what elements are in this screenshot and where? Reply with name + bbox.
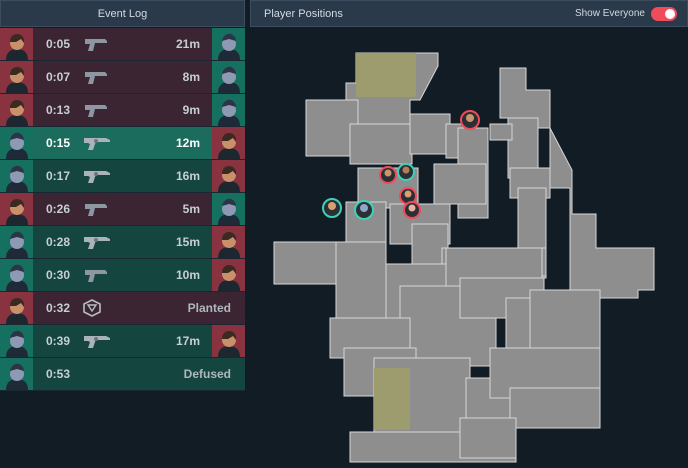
kill-distance: 8m: [182, 70, 200, 84]
event-time: 0:26: [46, 202, 71, 216]
player-positions-title: Player Positions: [264, 7, 343, 20]
spike-icon: [83, 299, 133, 317]
event-row[interactable]: 0:30 10m: [0, 259, 245, 292]
victim-agent-icon: [212, 94, 245, 126]
kill-distance: 16m: [175, 169, 200, 183]
event-row[interactable]: 0:26 5m: [0, 193, 245, 226]
event-time: 0:07: [46, 70, 71, 84]
killer-agent-icon: [0, 325, 33, 357]
pistol-icon: [83, 265, 133, 285]
victim-agent-icon: [212, 226, 245, 258]
event-time: 0:13: [46, 103, 71, 117]
minimap: [273, 52, 655, 463]
revolver-icon: [83, 166, 133, 186]
victim-agent-icon: [212, 259, 245, 291]
killer-agent-icon: [0, 28, 33, 60]
pistol-icon: [83, 199, 133, 219]
killer-agent-icon: [0, 259, 33, 291]
player-marker[interactable]: [354, 200, 374, 220]
kill-distance: 21m: [175, 37, 200, 51]
event-log-title: Event Log: [97, 7, 148, 20]
player-marker[interactable]: [397, 163, 415, 181]
victim-agent-icon: [212, 325, 245, 357]
event-label: Planted: [187, 301, 231, 315]
kill-distance: 5m: [182, 202, 200, 216]
killer-agent-icon: [0, 61, 33, 93]
revolver-icon: [83, 331, 133, 351]
site-zone-a: [356, 53, 416, 97]
pistol-icon: [83, 100, 133, 120]
event-time: 0:28: [46, 235, 71, 249]
revolver-icon: [83, 232, 133, 252]
victim-agent-icon: [212, 28, 245, 60]
pistol-icon: [83, 34, 133, 54]
victim-agent-icon: [212, 61, 245, 93]
event-row[interactable]: 0:32 Planted: [0, 292, 245, 325]
event-time: 0:15: [46, 136, 71, 150]
event-label: Defused: [183, 367, 231, 381]
event-log-panel: Event Log 0:05 21m 0:07 8m 0:13 9m 0:15 12m 0:17…: [0, 0, 245, 468]
event-row[interactable]: 0:13 9m: [0, 94, 245, 127]
victim-agent-icon: [212, 193, 245, 225]
event-row[interactable]: 0:15 12m: [0, 127, 245, 160]
event-time: 0:53: [46, 367, 71, 381]
killer-agent-icon: [0, 160, 33, 192]
event-row[interactable]: 0:05 21m: [0, 28, 245, 61]
revolver-icon: [83, 133, 133, 153]
event-row[interactable]: 0:07 8m: [0, 61, 245, 94]
player-positions-header: Player Positions Show Everyone: [250, 0, 688, 27]
event-time: 0:05: [46, 37, 71, 51]
event-time: 0:32: [46, 301, 71, 315]
event-row[interactable]: 0:28 15m: [0, 226, 245, 259]
killer-agent-icon: [0, 226, 33, 258]
show-everyone-label: Show Everyone: [574, 8, 645, 19]
kill-distance: 10m: [175, 268, 200, 282]
player-marker[interactable]: [322, 198, 342, 218]
victim-agent-icon: [212, 127, 245, 159]
show-everyone-control[interactable]: Show Everyone: [574, 6, 677, 21]
pistol-icon: [83, 67, 133, 87]
toggle-knob: [665, 8, 675, 19]
event-time: 0:17: [46, 169, 71, 183]
event-time: 0:39: [46, 334, 71, 348]
player-positions-panel: Player Positions Show Everyone: [250, 0, 688, 468]
player-marker[interactable]: [379, 166, 397, 184]
kill-distance: 9m: [182, 103, 200, 117]
show-everyone-toggle[interactable]: [651, 6, 677, 21]
event-time: 0:30: [46, 268, 71, 282]
killer-agent-icon: [0, 127, 33, 159]
event-log-header: Event Log: [0, 0, 245, 27]
player-marker[interactable]: [403, 201, 421, 219]
kill-distance: 12m: [175, 136, 200, 150]
event-row[interactable]: 0:17 16m: [0, 160, 245, 193]
site-zone-b: [374, 368, 410, 430]
kill-distance: 15m: [175, 235, 200, 249]
killer-agent-icon: [0, 94, 33, 126]
killer-agent-icon: [0, 193, 33, 225]
killer-agent-icon: [0, 358, 33, 390]
player-marker[interactable]: [460, 110, 480, 130]
killer-agent-icon: [0, 292, 33, 324]
event-row[interactable]: 0:53 Defused: [0, 358, 245, 391]
victim-agent-icon: [212, 160, 245, 192]
kill-distance: 17m: [175, 334, 200, 348]
event-row[interactable]: 0:39 17m: [0, 325, 245, 358]
